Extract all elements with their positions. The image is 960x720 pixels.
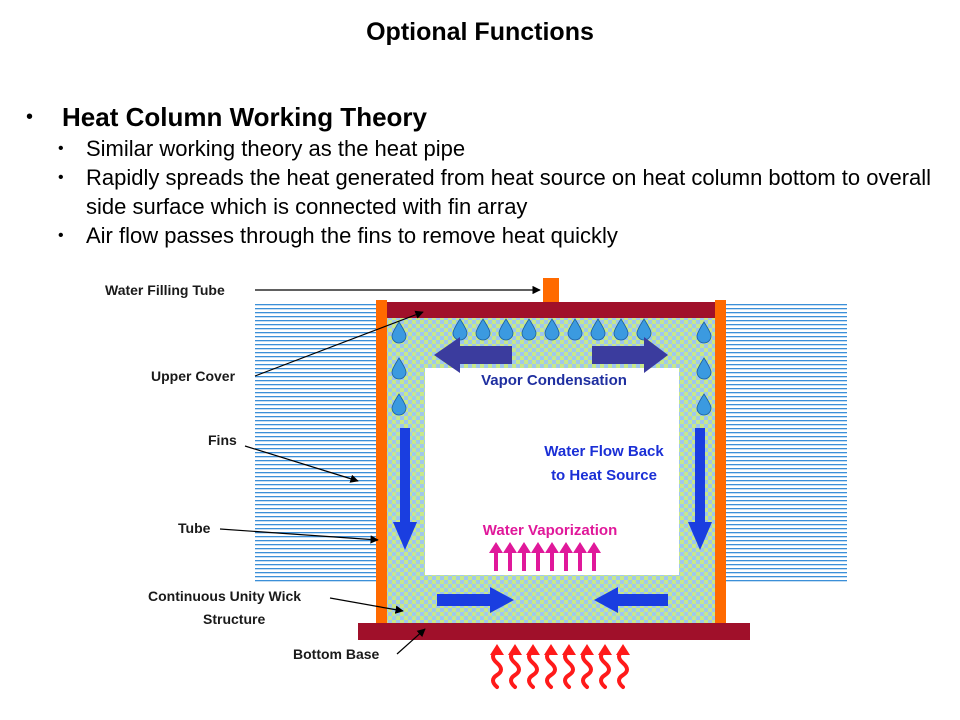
label-water-flow-back-1: Water Flow Back [544,443,664,460]
flow-arrow-bottom-right [437,587,514,613]
slide-title: Optional Functions [366,18,594,46]
vapor-arrow [489,542,503,571]
flow-arrow-down-right [688,428,712,550]
condensation-arrow-left [434,337,512,373]
heat-arrowhead [508,644,522,655]
leader-upper-cover [254,310,424,377]
leader-tube [219,528,379,544]
droplet [391,321,407,344]
callout-tube: Tube [178,520,211,536]
heat-arrow [509,649,521,689]
leader-wick [329,597,404,614]
label-water-vaporization: Water Vaporization [483,522,617,539]
heat-arrowhead [616,644,630,655]
heat-arrowhead [562,644,576,655]
vaporization-arrows [489,542,601,571]
flow-arrow-down-left [393,428,417,550]
droplet [567,318,583,341]
bottom-base [358,623,750,640]
tube-left-wall [376,300,387,624]
droplet [696,393,712,416]
heat-arrow [617,649,629,689]
heat-arrow [581,649,593,689]
droplet [590,318,606,341]
callout-wick-2: Structure [203,611,265,627]
heat-arrowhead [580,644,594,655]
heat-arrowheads [490,644,630,655]
label-vapor-condensation: Vapor Condensation [481,372,627,389]
droplet [498,318,514,341]
vapor-arrow [503,542,517,571]
leader-lines [219,285,541,655]
tube-right-wall [715,300,726,624]
fins-left [255,302,378,582]
droplet [391,393,407,416]
sub-bullet-2: Rapidly spreads the heat generated from … [58,163,936,221]
droplets [391,318,712,416]
sub-bullet-1: Similar working theory as the heat pipe [58,134,936,163]
heat-arrow [563,649,575,689]
droplet [696,321,712,344]
droplet [475,318,491,341]
heat-arrowhead [598,644,612,655]
droplet [613,318,629,341]
vapor-arrow [517,542,531,571]
bullet-heat-column-theory: Heat Column Working Theory [26,100,936,134]
heat-arrowhead [526,644,540,655]
vapor-arrow [559,542,573,571]
callout-bottom-base: Bottom Base [293,646,380,662]
sub-bullet-3: Air flow passes through the fins to remo… [58,221,936,250]
vapor-arrow [531,542,545,571]
water-filling-tube [543,278,559,302]
heat-source-arrows [491,649,629,689]
callout-fins: Fins [208,432,237,448]
heat-arrow [599,649,611,689]
heat-arrow [545,649,557,689]
callout-wick-1: Continuous Unity Wick [148,588,301,604]
droplet [391,357,407,380]
droplet [544,318,560,341]
condensation-arrow-right [592,337,668,373]
bullet-list: Heat Column Working Theory Similar worki… [26,100,936,250]
vapor-arrow [587,542,601,571]
fins-right [725,302,847,582]
vapor-arrow [573,542,587,571]
callout-water-filling-tube: Water Filling Tube [105,282,225,298]
label-water-flow-back-2: to Heat Source [551,467,657,484]
leader-fins [244,445,359,483]
callout-upper-cover: Upper Cover [151,368,236,384]
heat-arrowhead [544,644,558,655]
heat-arrow [491,649,503,689]
flow-arrow-bottom-left [594,587,668,613]
heat-arrowhead [490,644,504,655]
droplet [521,318,537,341]
heat-arrow [527,649,539,689]
upper-cover [387,302,715,318]
vapor-arrow [545,542,559,571]
inner-cavity [425,368,679,575]
droplet [696,357,712,380]
leader-bottom-base [396,628,426,655]
